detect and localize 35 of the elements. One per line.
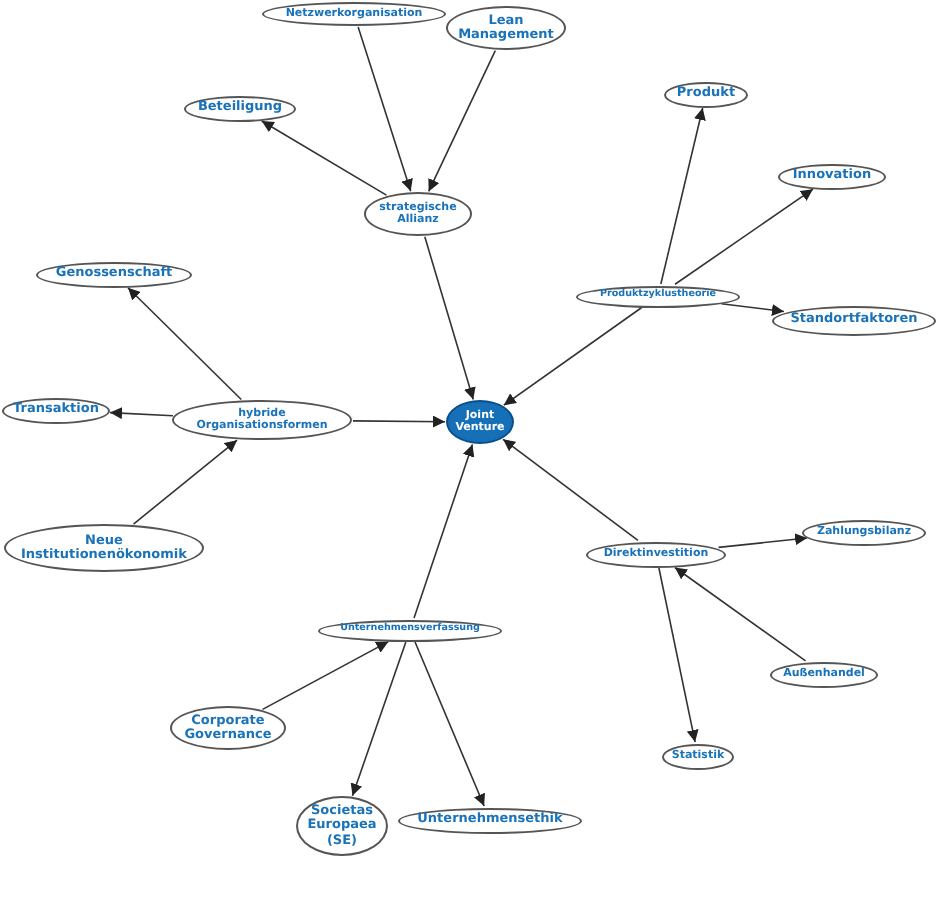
- topic-ellipse: [772, 305, 936, 335]
- arrow: [350, 641, 407, 797]
- topic-ellipse: [446, 6, 566, 50]
- arrow: [658, 567, 699, 743]
- topic-ellipse: [770, 661, 878, 687]
- topic-ellipse: [296, 796, 388, 856]
- central-topic-ellipse: [446, 400, 514, 444]
- topic-ellipse: [778, 163, 886, 189]
- topic-ellipse: [2, 397, 110, 423]
- arrow: [503, 306, 643, 406]
- arrow: [109, 407, 174, 420]
- arrow: [414, 641, 485, 807]
- topic-ellipse: [662, 743, 734, 769]
- arrow: [357, 26, 413, 192]
- topic-ellipse: [802, 519, 926, 545]
- arrow: [127, 286, 243, 401]
- topic-ellipse: [576, 285, 740, 307]
- arrow: [132, 439, 238, 525]
- arrow: [502, 438, 639, 542]
- topic-ellipse: [364, 192, 472, 236]
- arrow: [261, 640, 390, 711]
- arrow: [660, 107, 706, 285]
- topic-ellipse: [262, 2, 446, 26]
- arrow: [424, 236, 476, 401]
- topic-ellipse: [586, 541, 726, 567]
- arrow: [413, 443, 475, 619]
- arrow: [674, 188, 814, 286]
- arrow: [427, 49, 497, 193]
- arrow: [260, 120, 388, 196]
- topic-ellipse: [184, 95, 296, 121]
- topic-ellipse: [664, 81, 748, 107]
- arrow: [674, 566, 807, 662]
- arrow: [717, 533, 808, 549]
- arrow: [352, 415, 446, 428]
- topic-ellipse: [170, 706, 286, 750]
